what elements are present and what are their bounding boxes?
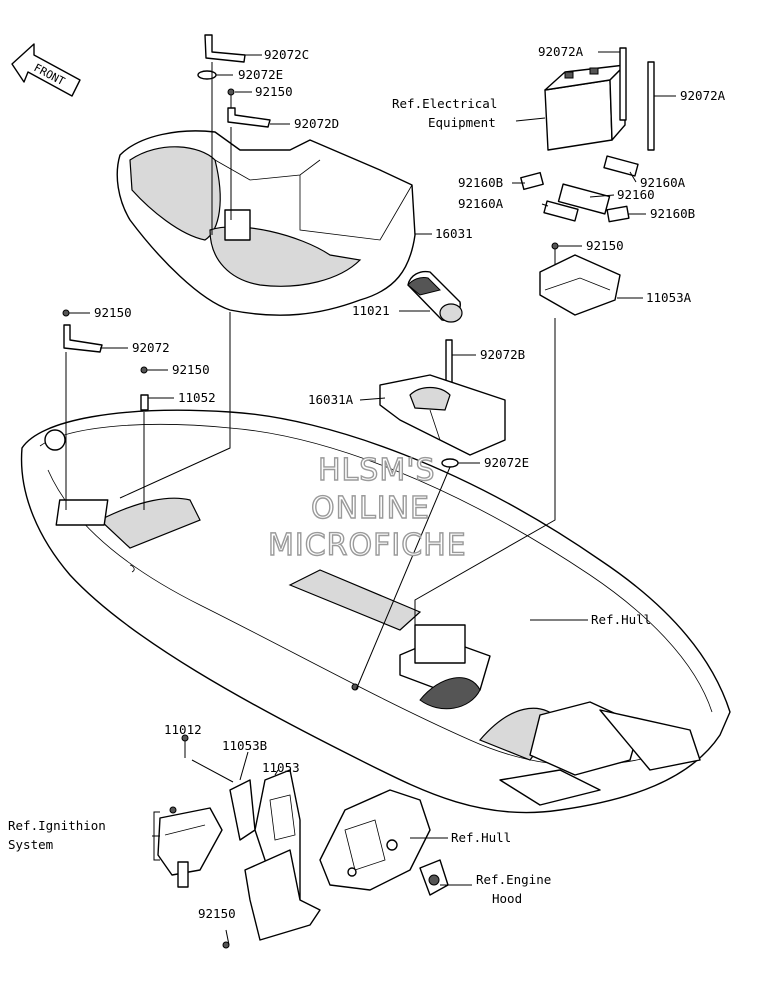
part-16031-mat (116, 130, 416, 316)
callout-92150-battery: 92150 (586, 238, 624, 253)
callout-11012: 11012 (164, 722, 202, 737)
callout-ref-hull-1: Ref.Hull (591, 612, 651, 627)
watermark-line2: ONLINE (311, 491, 430, 526)
callout-ref-engine-line1: Ref.Engine (476, 872, 551, 887)
callout-ref-electrical-line1: Ref.Electrical (392, 96, 497, 111)
callout-11053B: 11053B (222, 738, 267, 753)
holder-16031A (379, 374, 506, 456)
callout-92072D: 92072D (294, 116, 339, 131)
callout-11052: 11052 (178, 390, 216, 405)
watermark: HLSM'S ONLINE MICROFICHE (267, 452, 467, 563)
strap-92072B (445, 339, 453, 386)
callout-92160A-right: 92160A (640, 175, 686, 190)
callout-92072C: 92072C (264, 47, 309, 62)
watermark-line1: HLSM'S (318, 453, 436, 488)
callout-16031A: 16031A (308, 392, 354, 407)
leader-lines (69, 51, 676, 946)
callout-ref-electrical-line2: Equipment (428, 115, 496, 130)
ignition-assembly (157, 734, 321, 949)
callout-92072A-right: 92072A (680, 88, 726, 103)
callout-92160B-right: 92160B (650, 206, 695, 221)
strap-assembly-top (197, 34, 271, 235)
pads-92160 (520, 155, 639, 223)
callout-92072B: 92072B (480, 347, 525, 362)
callout-11053: 11053 (262, 760, 300, 775)
battery (544, 47, 655, 151)
callout-11053A: 11053A (646, 290, 692, 305)
bracket-11053A (539, 242, 621, 316)
callout-92150-bottom: 92150 (198, 906, 236, 921)
callout-ref-ignition-line2: System (8, 837, 53, 852)
callout-16031: 16031 (435, 226, 473, 241)
filter-11021 (407, 270, 463, 323)
callout-labels: 92072C 92072E 92150 92072D 16031 92072A … (8, 44, 726, 921)
callout-92150-top: 92150 (255, 84, 293, 99)
watermark-line3: MICROFICHE (268, 528, 467, 563)
hull-section-bottom (319, 789, 449, 896)
callout-ref-hull-2: Ref.Hull (451, 830, 511, 845)
callout-92072A-left: 92072A (538, 44, 584, 59)
callout-ref-engine-line2: Hood (492, 891, 522, 906)
callout-ref-ignition-line1: Ref.Ignithion (8, 818, 106, 833)
callout-92160: 92160 (617, 187, 655, 202)
callout-11021: 11021 (352, 303, 390, 318)
callout-92150-left1: 92150 (94, 305, 132, 320)
callout-92072E-top: 92072E (238, 67, 283, 82)
callout-92160B-left: 92160B (458, 175, 503, 190)
callout-92160A-left: 92160A (458, 196, 504, 211)
front-arrow: FRONT (11, 43, 81, 97)
clip-92072E-mid (441, 458, 459, 468)
callout-92150-left2: 92150 (172, 362, 210, 377)
callout-92072: 92072 (132, 340, 170, 355)
hull (20, 409, 731, 814)
callout-92072E-mid: 92072E (484, 455, 529, 470)
strap-assembly-left (62, 309, 149, 510)
